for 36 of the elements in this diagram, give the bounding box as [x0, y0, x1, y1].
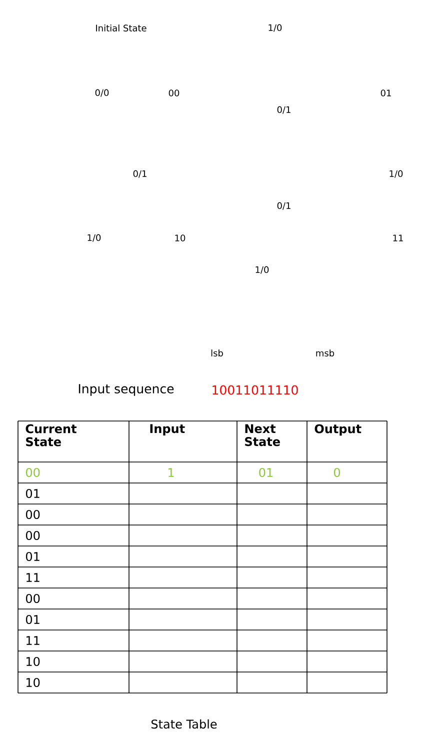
- transition-label: 1/0: [268, 24, 282, 32]
- sequence-value: 10011011110: [212, 385, 298, 395]
- annotation-text: Initial State: [96, 24, 146, 32]
- table-cell: 01: [26, 552, 40, 562]
- state-label: 10: [175, 234, 186, 242]
- table-cell: 00: [26, 594, 40, 604]
- table-cell: 01: [26, 614, 40, 624]
- transition-label: 1/0: [256, 266, 269, 274]
- transition-label: 0/1: [133, 170, 146, 178]
- table-cell: 11: [26, 573, 40, 582]
- transition-label: 1/0: [88, 234, 101, 242]
- table-cell: 1: [168, 468, 174, 477]
- table-cell: 01: [259, 468, 273, 478]
- table-header-cell: Input: [150, 424, 185, 436]
- state-label: 11: [393, 234, 403, 242]
- table-cell: 00: [26, 468, 40, 478]
- transition-label: 0/0: [95, 89, 109, 97]
- table-cell: 11: [26, 636, 40, 645]
- table-header-cell: Current State: [26, 424, 77, 446]
- table-cell: 0: [334, 468, 340, 478]
- transition-label: 0/1: [277, 106, 290, 114]
- table-header-cell: Next State: [245, 424, 280, 446]
- table-header-cell: Output: [314, 424, 362, 436]
- bit-label: msb: [316, 350, 334, 356]
- state-label: 01: [380, 90, 391, 96]
- state-label: 00: [168, 90, 180, 96]
- transition-label: 1/0: [390, 170, 403, 178]
- table-cell: 10: [26, 678, 40, 688]
- table-cell: 01: [26, 488, 40, 498]
- bit-label: lsb: [211, 350, 223, 356]
- table-cell: 00: [26, 530, 40, 540]
- sequence-label: Input sequence: [78, 384, 174, 396]
- table-cell: 10: [26, 656, 40, 666]
- caption: State Table: [151, 719, 217, 729]
- table-cell: 00: [26, 510, 40, 520]
- transition-label: 0/1: [277, 202, 290, 210]
